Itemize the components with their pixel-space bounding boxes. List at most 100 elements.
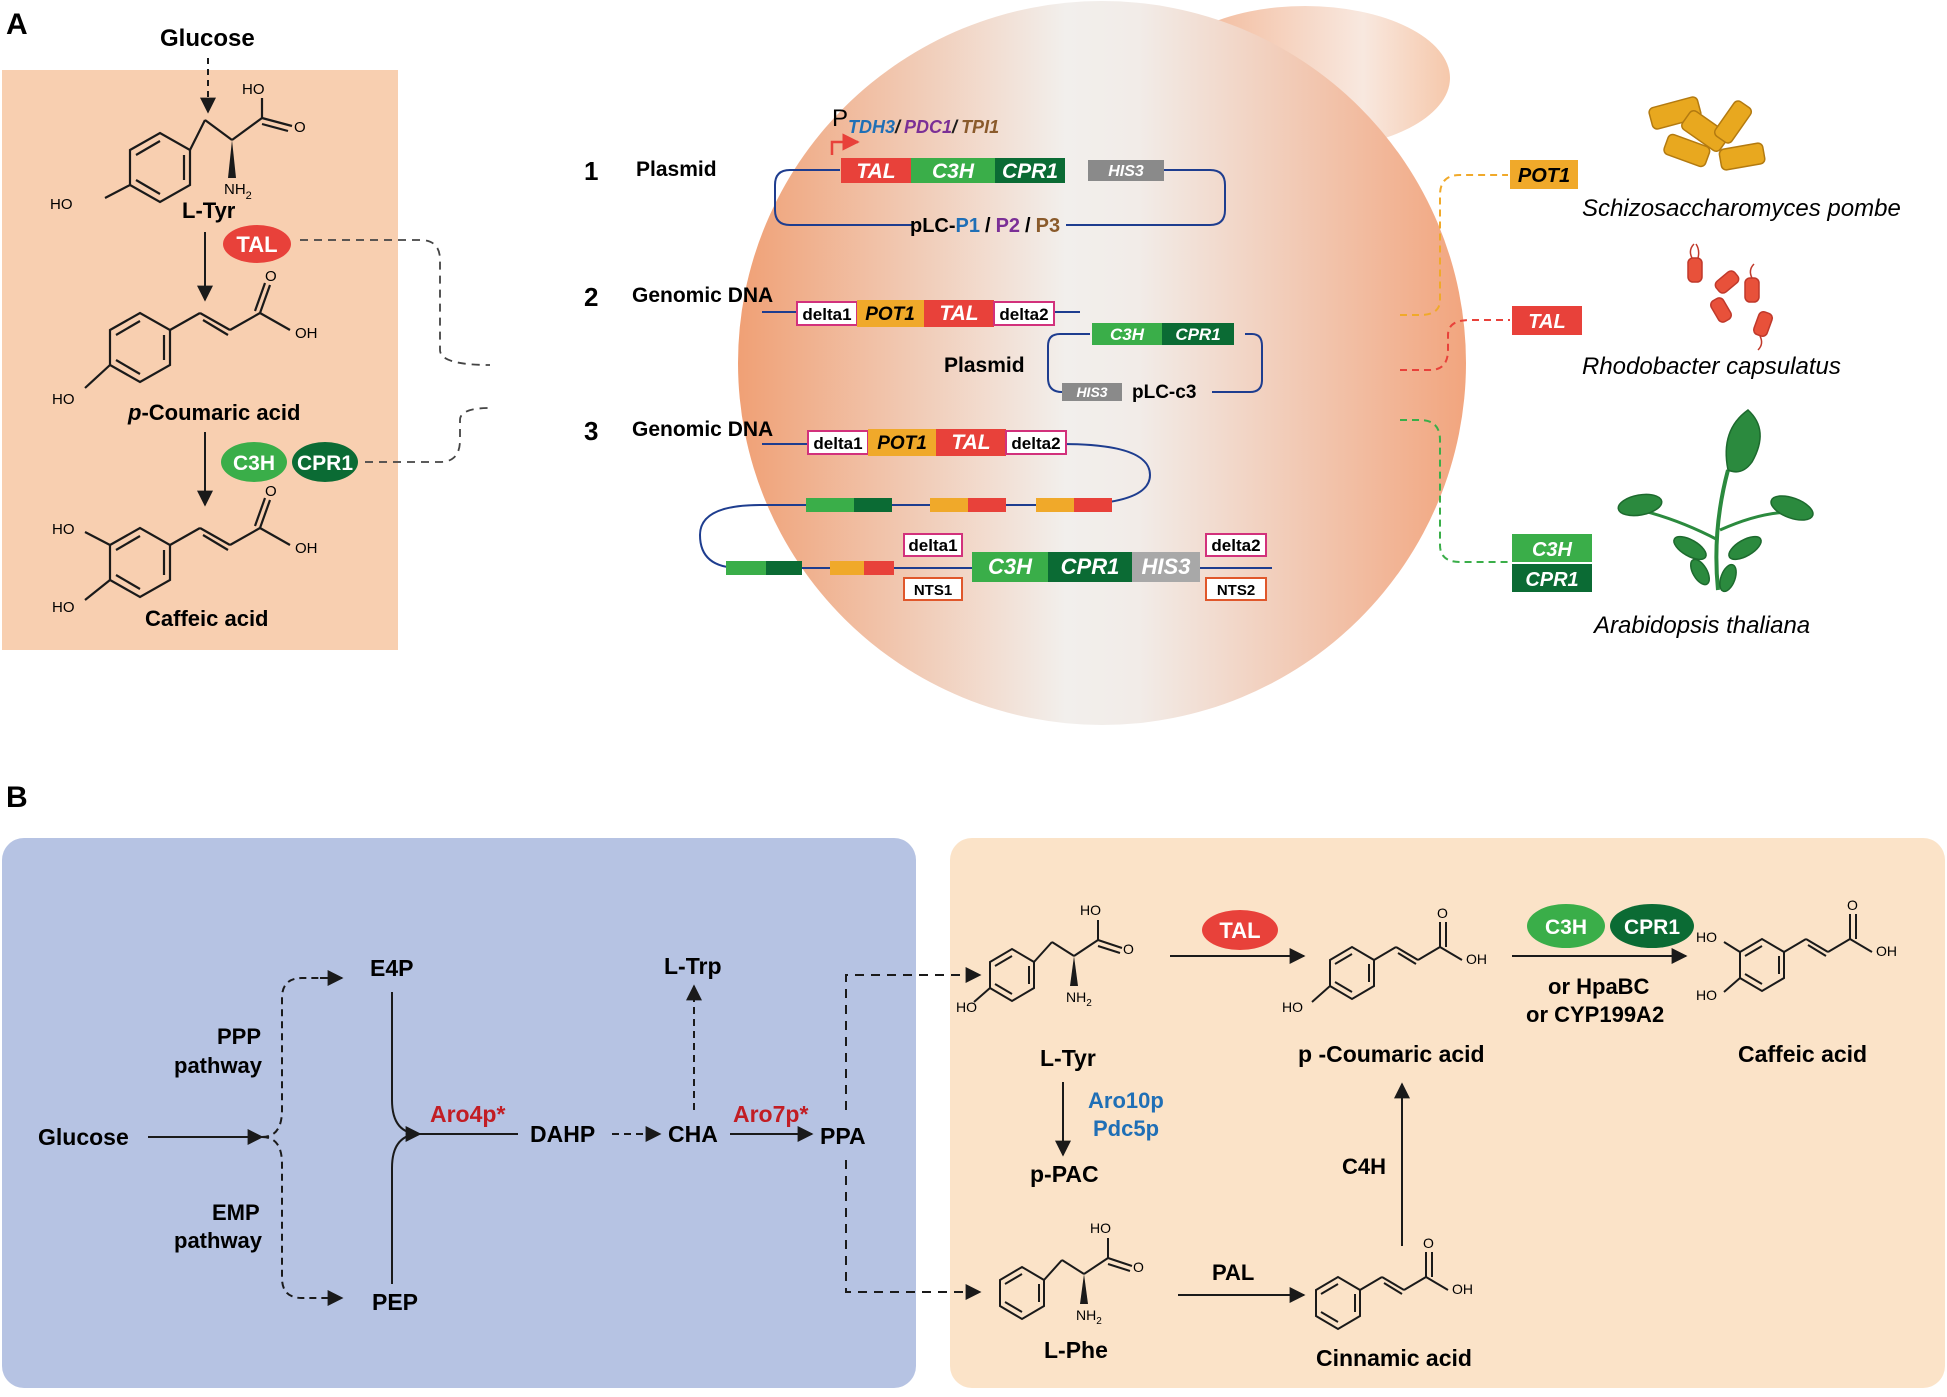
ppa-ltyr-arrow — [845, 967, 982, 1110]
svg-text:CPR1: CPR1 — [1525, 569, 1578, 591]
cha-label: CHA — [668, 1121, 718, 1147]
o-label-b2: O — [1437, 905, 1448, 921]
pot1-source-badge: POT1 — [1510, 160, 1578, 189]
strategy-2-type: Genomic DNA — [632, 284, 773, 307]
tal-badge-a: TAL — [223, 225, 291, 263]
emp-label: EMP — [212, 1200, 260, 1225]
o-label-b1: O — [1123, 941, 1134, 957]
svg-text:delta1: delta1 — [908, 536, 957, 555]
ho-label-b6: HO — [1090, 1220, 1111, 1236]
hpabc-label: or HpaBC — [1548, 974, 1650, 999]
svg-text:delta2: delta2 — [1011, 434, 1060, 453]
plasmid-2-backbone — [1047, 333, 1263, 393]
c3h-badge-b: C3H — [1527, 904, 1605, 948]
svg-text:POT1: POT1 — [865, 304, 915, 325]
s-pombe-label: Schizosaccharomyces pombe — [1582, 195, 1901, 222]
ho-label-b4: HO — [1696, 929, 1717, 945]
o-label-3: O — [265, 483, 277, 500]
oh-label-2: OH — [295, 540, 318, 557]
plasmid-1-backbone — [774, 169, 1226, 226]
svg-text:delta1: delta1 — [802, 305, 851, 324]
lphe-wedge — [1080, 1274, 1088, 1304]
svg-text:CPR1: CPR1 — [1175, 325, 1220, 344]
svg-text:C3H: C3H — [233, 452, 275, 475]
strategy-3-copies — [726, 498, 1112, 575]
svg-text:NTS1: NTS1 — [914, 582, 952, 599]
ho-label-b3: HO — [1282, 999, 1303, 1015]
ho-label-5: HO — [52, 599, 75, 616]
caffeic-structure-a — [84, 497, 291, 601]
tal-connector — [300, 239, 491, 366]
cinnamic-label: Cinnamic acid — [1316, 1345, 1472, 1371]
nh2-label-b2: NH2 — [1076, 1307, 1102, 1327]
panel-a-label: A — [6, 8, 28, 41]
strategy-3-type: Genomic DNA — [632, 418, 773, 441]
strategy-1-type: Plasmid — [636, 158, 717, 181]
svg-text:TAL: TAL — [1528, 311, 1565, 333]
pot1-connector — [1400, 174, 1508, 316]
o-label-b4: O — [1133, 1259, 1144, 1275]
oh-label-b1: OH — [1466, 951, 1487, 967]
svg-text:CPR1: CPR1 — [1624, 916, 1680, 939]
pdc5-label: Pdc5p — [1093, 1116, 1159, 1141]
caffeic-label-a: Caffeic acid — [145, 606, 269, 631]
lphe-label: L-Phe — [1044, 1337, 1108, 1363]
ho-label-3: HO — [52, 391, 75, 408]
strategy-3-number: 3 — [584, 416, 598, 446]
o-label-2: O — [265, 268, 277, 285]
svg-text:C3H: C3H — [932, 160, 975, 183]
cyp-label: or CYP199A2 — [1526, 1002, 1664, 1027]
plasmid-2-cassette: C3H CPR1 HIS3 — [1062, 323, 1234, 401]
svg-text:TAL: TAL — [939, 302, 978, 325]
cinnamic-structure — [1315, 1252, 1449, 1331]
e4p-label: E4P — [370, 955, 413, 981]
coumaric-structure-a — [84, 282, 291, 389]
svg-text:delta2: delta2 — [1211, 536, 1260, 555]
ho-label-b2: HO — [956, 999, 977, 1015]
coumaric-label-a: p-Coumaric acid — [127, 400, 300, 425]
c3h-badge-a: C3H — [221, 442, 287, 482]
phenylpropanoid-box — [950, 838, 1945, 1388]
caffeic-label-b: Caffeic acid — [1738, 1041, 1867, 1067]
glucose-label-a: Glucose — [160, 25, 255, 52]
ltyr-label-b: L-Tyr — [1040, 1045, 1096, 1071]
pep-label: PEP — [372, 1289, 418, 1315]
nh2-label-1: NH2 — [224, 181, 252, 202]
promoter-label: P — [832, 105, 848, 132]
svg-text:TAL: TAL — [1219, 918, 1260, 943]
svg-text:delta2: delta2 — [999, 305, 1048, 324]
ho-label-4: HO — [52, 521, 75, 538]
ho-label-1: HO — [242, 81, 265, 98]
ltrp-label: L-Trp — [664, 953, 722, 979]
ppa-label: PPA — [820, 1123, 866, 1149]
pal-label: PAL — [1212, 1260, 1254, 1285]
tal-badge-b: TAL — [1202, 910, 1278, 950]
strategy-2-cassette: delta1 POT1 TAL delta2 — [796, 300, 1055, 327]
s-pombe-cells-icon — [1648, 96, 1766, 171]
svg-text:CPR1: CPR1 — [1061, 554, 1120, 579]
svg-text:C3H: C3H — [1532, 539, 1573, 561]
svg-text:HIS3: HIS3 — [1076, 384, 1107, 400]
cpr1-badge-a: CPR1 — [292, 442, 358, 482]
wedge-bond-a — [228, 140, 236, 178]
coumaric-label-b: p -Coumaric acid — [1298, 1041, 1485, 1067]
shikimate-box — [2, 838, 916, 1388]
svg-text:delta1: delta1 — [813, 434, 862, 453]
tal-source-badge: TAL — [1512, 306, 1582, 335]
ltyr-wedge-b — [1070, 956, 1078, 986]
ppac-label: p-PAC — [1030, 1161, 1099, 1187]
strategy-3-cassette-top: delta1 POT1 TAL delta2 — [807, 429, 1067, 456]
promoter-options: TDH3/PDC1/TPI1 — [848, 117, 999, 137]
svg-text:TAL: TAL — [236, 232, 277, 257]
ho-label-2: HO — [50, 196, 73, 213]
ppa-lphe-arrow — [845, 1160, 982, 1300]
strategy-1-number: 1 — [584, 156, 598, 186]
ltyr-structure-a — [104, 98, 293, 204]
emp-pathway-label: pathway — [174, 1228, 263, 1253]
svg-text:TAL: TAL — [951, 431, 990, 454]
nh2-label-b1: NH2 — [1066, 989, 1092, 1009]
c4h-label: C4H — [1342, 1154, 1386, 1179]
tal-source-connector — [1400, 319, 1510, 371]
pathway-box-a — [2, 70, 398, 650]
ho-label-b5: HO — [1696, 987, 1717, 1003]
